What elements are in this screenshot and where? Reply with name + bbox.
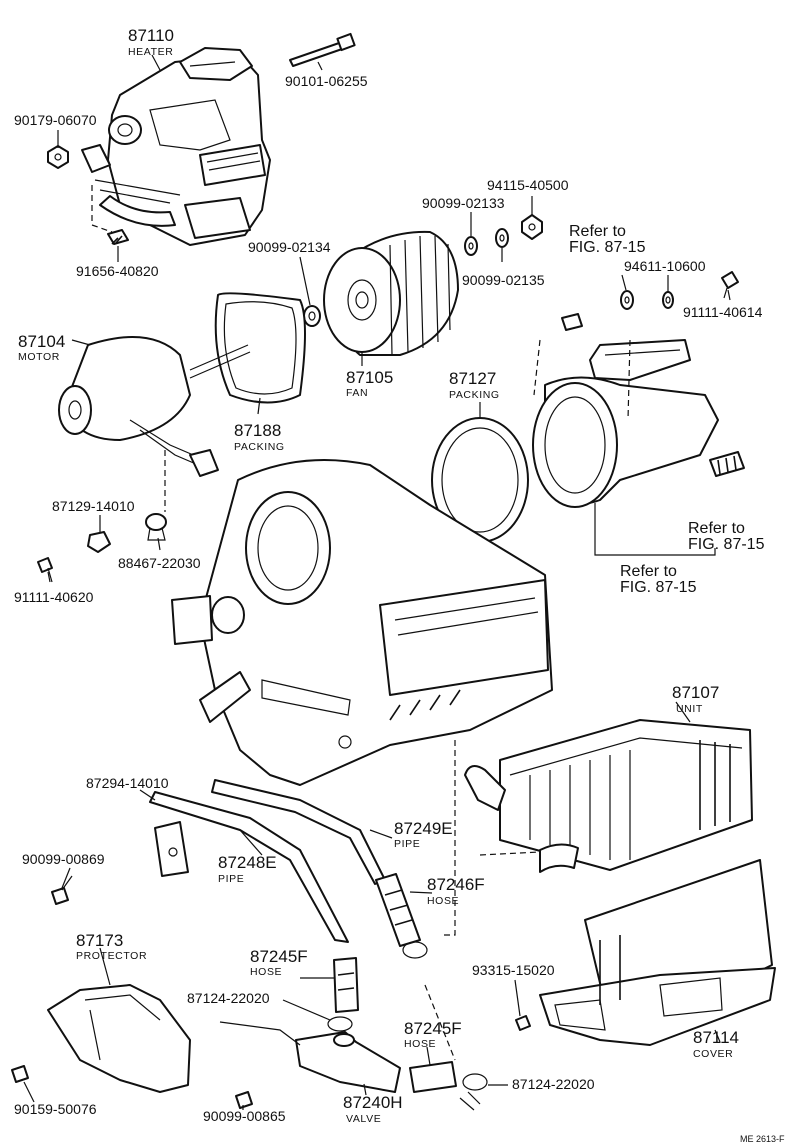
part-number-87248e: 87248E — [218, 853, 277, 872]
part-number-88467-22030: 88467-22030 — [118, 555, 201, 571]
part-name-motor: MOTOR — [18, 351, 60, 363]
part-number-93315-15020: 93315-15020 — [472, 962, 555, 978]
refer-note-2-line1: Refer to — [688, 520, 745, 537]
part-number-87240h: 87240H — [343, 1093, 403, 1112]
refer-note-2-line2: FIG. 87-15 — [688, 536, 765, 553]
part-number-90179-06070: 90179-06070 — [14, 112, 97, 128]
part-number-90099-02134: 90099-02134 — [248, 239, 331, 255]
heater-assembly-drawing — [81, 47, 271, 246]
part-number-87245f-lower: 87245F — [404, 1019, 462, 1038]
part-name-hose-87245f-upper: HOSE — [250, 966, 282, 978]
part-name-unit: UNIT — [676, 703, 703, 715]
part-number-87249e: 87249E — [394, 819, 453, 838]
part-name-protector: PROTECTOR — [76, 950, 147, 962]
part-number-90099-00865: 90099-00865 — [203, 1108, 286, 1124]
part-number-90099-00869: 90099-00869 — [22, 851, 105, 867]
part-number-94611-10600: 94611-10600 — [624, 258, 706, 274]
part-name-fan: FAN — [346, 387, 368, 399]
part-number-90159-50076: 90159-50076 — [14, 1101, 97, 1117]
part-name-cover: COVER — [693, 1048, 733, 1060]
refer-note-1-line1: Refer to — [569, 223, 626, 240]
part-name-packing-87127: PACKING — [449, 389, 500, 401]
heater-core-drawing — [464, 719, 753, 873]
part-name-hose-87245f-lower: HOSE — [404, 1038, 436, 1050]
bolt-drawing — [289, 32, 356, 67]
nut-drawing — [47, 145, 69, 169]
part-number-90099-02133: 90099-02133 — [422, 195, 505, 211]
part-name-heater: HEATER — [128, 46, 173, 58]
assembly-lines — [91, 185, 716, 1061]
part-number-90101-06255: 90101-06255 — [285, 73, 368, 89]
part-number-87105: 87105 — [346, 368, 393, 387]
refer-note-1-line2: FIG. 87-15 — [569, 239, 646, 256]
part-name-pipe-87248e: PIPE — [218, 873, 244, 885]
part-number-87114: 87114 — [693, 1028, 739, 1047]
cover-drawing — [539, 859, 776, 1046]
screw-00869-drawing — [51, 875, 73, 905]
case-drawing — [532, 313, 745, 508]
part-number-94115-40500: 94115-40500 — [487, 177, 569, 193]
pipes-drawing — [149, 779, 386, 943]
small-bolts-drawing — [37, 513, 167, 583]
washer-nut-drawing — [303, 214, 739, 327]
fan-drawing — [323, 230, 459, 356]
diagram-code: ME 2613-F — [740, 1134, 785, 1144]
part-number-87124-22020-lower: 87124-22020 — [512, 1076, 595, 1092]
refer-note-3-line2: FIG. 87-15 — [620, 579, 697, 596]
part-number-87127: 87127 — [449, 369, 496, 388]
part-name-hose-87246f: HOSE — [427, 895, 459, 907]
hoses-valve-drawing — [219, 873, 531, 1111]
part-number-87104: 87104 — [18, 332, 65, 351]
part-number-87246f: 87246F — [427, 875, 485, 894]
refer-note-3-line1: Refer to — [620, 563, 677, 580]
part-number-87124-22020-upper: 87124-22020 — [187, 990, 270, 1006]
protector-drawing — [11, 984, 191, 1093]
part-number-90099-02135: 90099-02135 — [462, 272, 545, 288]
packing-87188-drawing — [214, 292, 306, 404]
part-number-87110: 87110 — [128, 26, 174, 45]
part-number-87107: 87107 — [672, 683, 719, 702]
part-name-packing-87188: PACKING — [234, 441, 285, 453]
part-name-valve: VALVE — [346, 1113, 381, 1125]
part-number-91656-40820: 91656-40820 — [76, 263, 159, 279]
part-number-87245f-upper: 87245F — [250, 947, 308, 966]
part-name-pipe-87249e: PIPE — [394, 838, 420, 850]
part-number-87294-14010: 87294-14010 — [86, 775, 169, 791]
part-number-87188: 87188 — [234, 421, 281, 440]
part-number-87173: 87173 — [76, 931, 123, 950]
part-number-87129-14010: 87129-14010 — [52, 498, 135, 514]
main-case-drawing — [171, 459, 553, 786]
part-number-91111-40614: 91111-40614 — [683, 304, 763, 320]
leader-lines — [23, 54, 731, 1110]
screw-drawing — [107, 229, 129, 245]
motor-drawing — [58, 336, 251, 477]
part-number-91111-40620: 91111-40620 — [14, 589, 94, 605]
